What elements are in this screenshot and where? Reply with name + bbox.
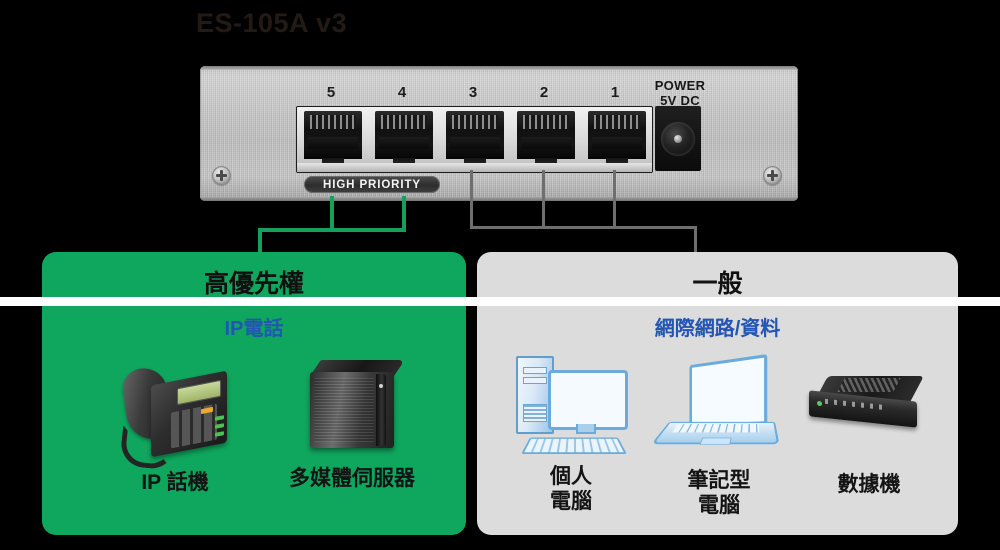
device-top-edge [200,66,798,70]
panel-normal: 一般 網際網路/資料 個人 電腦 筆記型 電腦 [477,252,958,535]
device-caption-laptop: 筆記型 電腦 [687,469,751,517]
rj45-port-4[interactable] [368,107,439,172]
connector-line-port5-vertical [330,196,334,230]
connector-line-green-horizontal [258,228,406,232]
connector-line-gray-drop [694,226,697,254]
switch-device: 5 4 3 2 1 [200,66,798,201]
panel-normal-title: 一般 [692,270,743,298]
port-number-1: 1 [610,84,620,101]
power-label: POWER 5V DC [637,78,723,108]
screw-right-icon [763,166,782,185]
port-number-3: 3 [468,84,478,101]
connector-line-green-drop [258,228,262,254]
high-priority-badge: HIGH PRIORITY [304,176,440,193]
ip-phone-icon [115,352,235,471]
device-item-media-server: 多媒體伺服器 [267,356,437,491]
connector-line-gray-horizontal [470,226,697,229]
panel-high-priority: 高優先權 IP電話 IP 話機 多媒體伺服器 [42,252,466,535]
port-number-5: 5 [326,84,336,101]
panel-high-priority-subtitle: IP電話 [224,318,284,340]
connector-line-port2-vertical [542,170,545,228]
nas-server-icon [300,356,405,456]
connector-line-port4-vertical [402,196,406,230]
panel-high-priority-title: 高優先權 [203,270,304,298]
laptop-icon [651,354,780,456]
device-bottom-edge [200,197,798,201]
rj45-port-2[interactable] [510,107,581,172]
device-caption-modem: 數據機 [837,473,901,496]
device-item-ip-phone: IP 話機 [90,352,260,495]
device-item-modem: 數據機 [795,370,943,497]
ethernet-port-bank [296,106,653,173]
device-item-desktop-pc: 個人 電腦 [497,352,645,514]
rj45-port-5[interactable] [297,107,368,172]
device-caption-ip-phone: IP 話機 [141,471,209,494]
device-caption-media-server: 多媒體伺服器 [289,467,415,490]
power-label-line1: POWER [654,78,706,93]
rj45-port-1[interactable] [581,107,652,172]
desktop-pc-icon [512,352,630,456]
power-jack[interactable] [655,106,701,171]
power-label-line2: 5V DC [660,93,700,108]
device-caption-desktop-pc: 個人 電腦 [550,465,592,513]
panel-normal-subtitle: 網際網路/資料 [654,318,781,340]
device-item-laptop: 筆記型 電腦 [645,354,793,518]
screw-left-icon [212,166,231,185]
connector-line-port3-vertical [470,170,473,228]
page-title: ES-105A v3 [196,8,348,38]
connector-line-port1-vertical [613,170,616,228]
modem-icon [807,370,931,442]
rj45-port-3[interactable] [439,107,510,172]
port-number-4: 4 [397,84,407,101]
power-pin-icon [674,134,682,143]
divider-band [0,297,1000,306]
port-number-2: 2 [539,84,549,101]
